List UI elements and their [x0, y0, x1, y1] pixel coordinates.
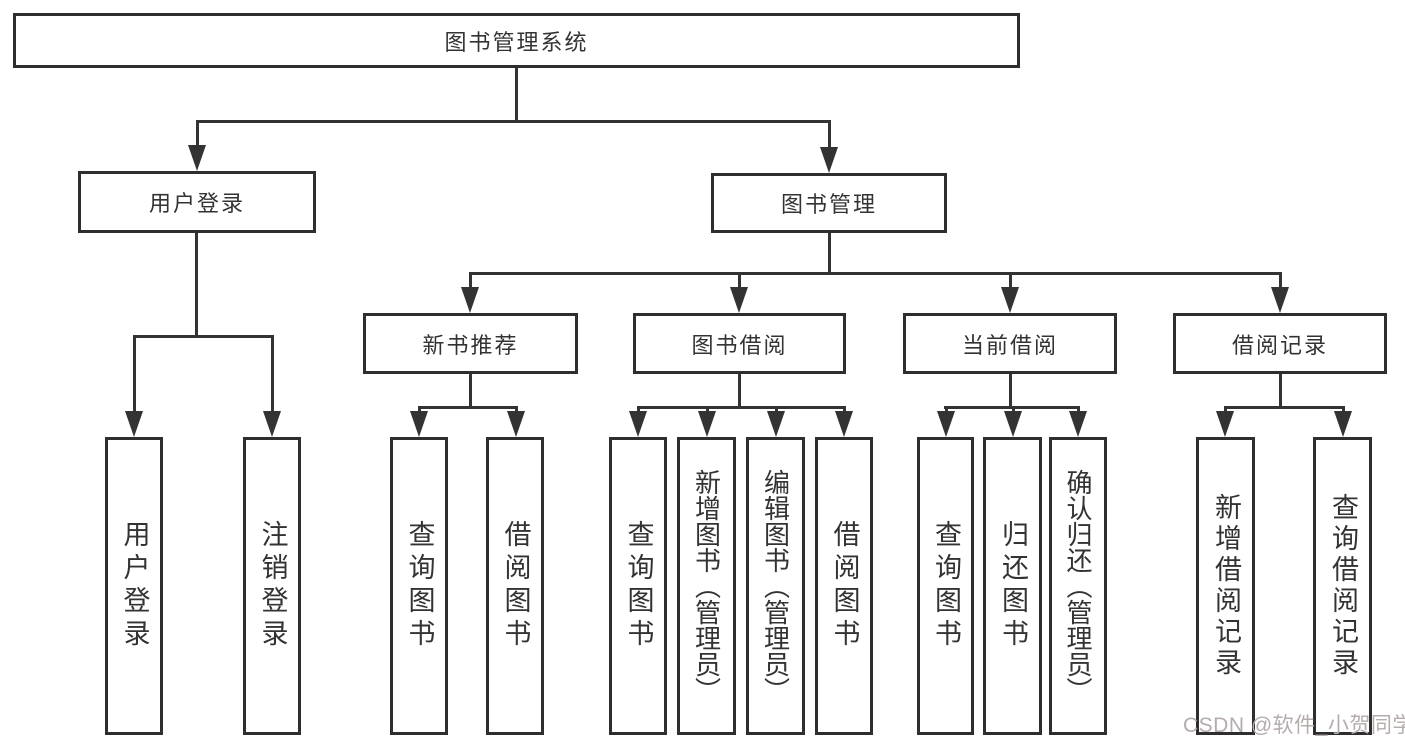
- connector-line: [738, 272, 741, 287]
- connector-root-stem: [515, 68, 518, 120]
- arrow-down-icon: [1271, 287, 1289, 313]
- node-root-label: 图书管理系统: [444, 29, 589, 55]
- leaf-label: 查询图书: [623, 520, 654, 652]
- connector-line: [418, 406, 421, 411]
- leaf-label: 查询借阅记录: [1328, 493, 1358, 679]
- connector-line: [828, 120, 831, 147]
- leaf-borrow-books-recommend: 借阅图书: [486, 437, 544, 735]
- leaf-return-books: 归还图书: [983, 437, 1042, 735]
- arrow-down-icon: [507, 411, 525, 437]
- leaf-label: 确认归还（管理员）: [1063, 469, 1093, 703]
- node-current-borrow: 当前借阅: [903, 313, 1117, 374]
- arrow-down-icon: [1334, 411, 1352, 437]
- leaf-add-books-admin: 新增图书（管理员）: [677, 437, 736, 735]
- connector-line: [469, 272, 472, 287]
- arrow-down-icon: [1004, 411, 1022, 437]
- csdn-watermark: CSDN @软件_小贺同学: [1183, 714, 1405, 737]
- connector-userlogin-stem: [195, 233, 198, 335]
- connector-current-stem: [1009, 374, 1012, 406]
- connector-line: [196, 120, 199, 145]
- arrow-down-icon: [461, 287, 479, 313]
- arrow-down-icon: [730, 287, 748, 313]
- leaf-user-login: 用户登录: [105, 437, 163, 735]
- connector-newbooks-stem: [469, 374, 472, 406]
- connector-line: [1077, 406, 1080, 411]
- connector-bookmgmt-hline: [469, 272, 1282, 275]
- leaf-label: 用户登录: [119, 520, 150, 652]
- connector-line: [775, 406, 778, 411]
- connector-borrow-hline: [637, 406, 846, 409]
- connector-line: [843, 406, 846, 411]
- node-new-book-recommend: 新书推荐: [363, 313, 578, 374]
- leaf-label: 新增借阅记录: [1211, 493, 1241, 679]
- leaf-label: 查询图书: [931, 520, 961, 652]
- node-new-book-recommend-label: 新书推荐: [422, 332, 519, 358]
- leaf-label: 新增图书（管理员）: [691, 469, 722, 703]
- connector-line: [945, 406, 948, 411]
- arrow-down-icon: [1001, 287, 1019, 313]
- arrow-down-icon: [1069, 411, 1087, 437]
- node-borrow-records: 借阅记录: [1173, 313, 1387, 374]
- arrow-down-icon: [263, 411, 281, 437]
- leaf-label: 编辑图书（管理员）: [760, 469, 791, 703]
- connector-line: [1009, 272, 1012, 287]
- connector-newbooks-hline: [418, 406, 517, 409]
- leaf-label: 归还图书: [998, 520, 1028, 652]
- connector-line: [515, 406, 518, 411]
- node-book-management: 图书管理: [711, 173, 947, 233]
- connector-line: [271, 335, 274, 411]
- connector-line: [1224, 406, 1227, 411]
- leaf-query-books-borrow: 查询图书: [609, 437, 667, 735]
- arrow-down-icon: [410, 411, 428, 437]
- arrow-down-icon: [629, 411, 647, 437]
- connector-userlogin-hline: [133, 335, 274, 338]
- arrow-down-icon: [188, 145, 206, 171]
- node-user-login-label: 用户登录: [148, 191, 245, 216]
- arrow-down-icon: [1216, 411, 1234, 437]
- leaf-query-books-current: 查询图书: [917, 437, 974, 735]
- arrow-down-icon: [820, 147, 838, 173]
- connector-line: [706, 406, 709, 411]
- node-book-management-label: 图书管理: [780, 192, 877, 217]
- node-user-login: 用户登录: [78, 171, 316, 233]
- leaf-confirm-return-admin: 确认归还（管理员）: [1049, 437, 1107, 735]
- connector-root-hline: [196, 120, 831, 123]
- leaf-add-borrow-record: 新增借阅记录: [1196, 437, 1255, 735]
- node-root: 图书管理系统: [13, 13, 1020, 68]
- leaf-label: 查询图书: [404, 520, 435, 652]
- connector-line: [1012, 406, 1015, 411]
- connector-line: [1279, 272, 1282, 287]
- leaf-label: 注销登录: [257, 520, 288, 652]
- leaf-label: 借阅图书: [500, 520, 531, 652]
- leaf-query-borrow-record: 查询借阅记录: [1313, 437, 1372, 735]
- node-current-borrow-label: 当前借阅: [961, 332, 1058, 358]
- leaf-edit-books-admin: 编辑图书（管理员）: [746, 437, 805, 735]
- node-book-borrow: 图书借阅: [633, 313, 846, 374]
- leaf-logout: 注销登录: [243, 437, 301, 735]
- arrow-down-icon: [125, 411, 143, 437]
- node-book-borrow-label: 图书借阅: [691, 332, 788, 358]
- connector-line: [637, 406, 640, 411]
- connector-records-hline: [1224, 406, 1344, 409]
- arrow-down-icon: [835, 411, 853, 437]
- leaf-borrow-books: 借阅图书: [815, 437, 873, 735]
- arrow-down-icon: [937, 411, 955, 437]
- connector-line: [133, 335, 136, 411]
- connector-borrow-stem: [738, 374, 741, 406]
- connector-bookmgmt-stem: [828, 233, 831, 272]
- connector-records-stem: [1279, 374, 1282, 406]
- arrow-down-icon: [767, 411, 785, 437]
- arrow-down-icon: [698, 411, 716, 437]
- connector-line: [1342, 406, 1345, 411]
- leaf-label: 借阅图书: [829, 520, 860, 652]
- leaf-query-books-recommend: 查询图书: [390, 437, 448, 735]
- node-borrow-records-label: 借阅记录: [1231, 332, 1328, 358]
